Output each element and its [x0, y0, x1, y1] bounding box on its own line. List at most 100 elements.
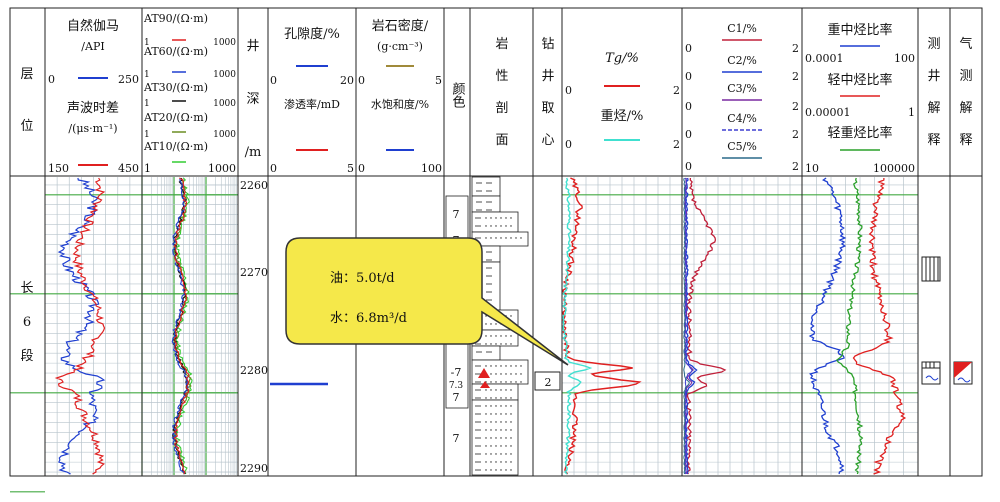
ac-title: 声波时差	[67, 101, 119, 116]
sand-dot	[485, 469, 487, 471]
hh-title: 重烃/%	[601, 108, 644, 124]
sand-dot	[510, 365, 512, 367]
ratio-0-label: 重中烃比率	[827, 22, 892, 38]
sand-dot	[495, 397, 497, 399]
color-code-5: 7	[453, 391, 460, 404]
sand-dot	[490, 461, 492, 463]
sand-dot	[495, 381, 497, 383]
gasinterp-header: 气 测 解 释	[959, 36, 972, 148]
sand-dot	[505, 429, 507, 431]
sand-dot	[510, 437, 512, 439]
res-curve-2-max: 1000	[213, 99, 236, 109]
sand-dot	[510, 373, 512, 375]
perm-min: 0	[270, 162, 277, 175]
gas-header: Tg/% 0 2 重烃/% 0 2	[565, 51, 680, 151]
tg-title: Tg/%	[605, 51, 639, 66]
ratio-light-heavy-curve	[836, 177, 864, 475]
res-curve-2-min: 1	[144, 99, 150, 109]
sand-dot	[495, 461, 497, 463]
sand-dot	[510, 315, 512, 317]
lith-label-4: 面	[495, 133, 508, 148]
sand-dot	[505, 421, 507, 423]
res-curve-0-max: 1000	[213, 38, 236, 48]
ratio-1-label: 轻中烃比率	[827, 72, 892, 88]
res-curve-0-label: AT90/(Ω·m)	[143, 12, 208, 25]
sand-dot	[490, 397, 492, 399]
res-curve-1-max: 1000	[213, 70, 236, 80]
depth-tick-2260: 2260	[240, 179, 268, 192]
log-interp-symbols	[921, 256, 941, 385]
c4-min: 0	[685, 128, 692, 141]
hh-min: 0	[565, 138, 572, 151]
lith-bed	[471, 345, 501, 361]
res-curve-4-max: 1000	[208, 162, 236, 175]
layer-value: 长 6 段	[20, 281, 33, 364]
layer-value-1: 长	[20, 281, 33, 296]
sand-dot	[505, 335, 507, 337]
sand-dot	[500, 445, 502, 447]
sand-dot	[510, 413, 512, 415]
lith-bed	[471, 176, 501, 197]
perm-max: 5	[347, 162, 354, 175]
sand-dot	[485, 453, 487, 455]
sand-dot	[510, 225, 512, 227]
interp-header: 测 井 解 释	[927, 37, 940, 148]
den-title: 岩石密度/	[372, 18, 429, 34]
c5-max: 2	[792, 160, 799, 173]
core-box	[534, 371, 561, 391]
depth-label-3: /m	[245, 145, 262, 160]
oil-show-icon	[480, 381, 490, 388]
sand-dot	[515, 373, 517, 375]
lith-label-2: 性	[495, 69, 508, 84]
layer-label-1: 层	[20, 67, 33, 82]
lith-label-1: 岩	[495, 37, 508, 52]
layer-value-3: 段	[20, 349, 33, 364]
c3-min: 0	[685, 100, 692, 113]
sand-dot	[490, 343, 492, 345]
core-label-1: 钻	[541, 37, 554, 52]
sand-dot	[505, 381, 507, 383]
sand-dot	[490, 405, 492, 407]
sand-dot	[490, 421, 492, 423]
interp-label-4: 释	[927, 133, 940, 148]
c1-curve	[685, 177, 727, 475]
gr-ac-header: 自然伽马 /API 0 250 声波时差 /(μs·m⁻¹) 150 450	[48, 18, 139, 175]
layer-label-2: 位	[20, 119, 33, 134]
c1-max: 2	[792, 42, 799, 55]
sand-dot	[500, 397, 502, 399]
sand-dot	[495, 389, 497, 391]
por-title: 孔隙度/%	[284, 26, 340, 42]
layer-value-2: 6	[23, 315, 31, 330]
sw-min: 0	[358, 162, 365, 175]
core-header: 钻 井 取 心	[541, 37, 554, 148]
color-code-0: 7	[453, 208, 460, 221]
interp-hatch-icon	[921, 256, 941, 282]
sand-dot	[490, 323, 492, 325]
res-curve-3-max: 1000	[213, 130, 236, 140]
callout-water: 水：6.8m³/d	[330, 311, 407, 326]
sand-dot	[495, 445, 497, 447]
sand-dot	[505, 469, 507, 471]
sand-dot	[500, 343, 502, 345]
sand-dot	[485, 343, 487, 345]
sand-dot	[505, 445, 507, 447]
ac-unit: /(μs·m⁻¹)	[68, 122, 117, 135]
ratio-heavy-mid-curve	[808, 177, 847, 475]
lith-bed	[471, 399, 519, 476]
gasinterp-label-4: 释	[959, 133, 972, 148]
sand-dot	[500, 237, 502, 239]
sand-dot	[515, 365, 517, 367]
sand-dot	[495, 343, 497, 345]
core-interval: 2	[534, 371, 561, 391]
sand-dot	[490, 453, 492, 455]
res-curve-0-min: 1	[144, 38, 150, 48]
sand-dot	[485, 413, 487, 415]
sand-dot	[510, 421, 512, 423]
ratio-0-max: 100	[894, 52, 915, 65]
lith-bed	[471, 359, 529, 385]
sand-dot	[510, 461, 512, 463]
sand-dot	[520, 365, 522, 367]
sand-dot	[520, 237, 522, 239]
hh-max: 2	[673, 138, 680, 151]
sand-dot	[510, 343, 512, 345]
